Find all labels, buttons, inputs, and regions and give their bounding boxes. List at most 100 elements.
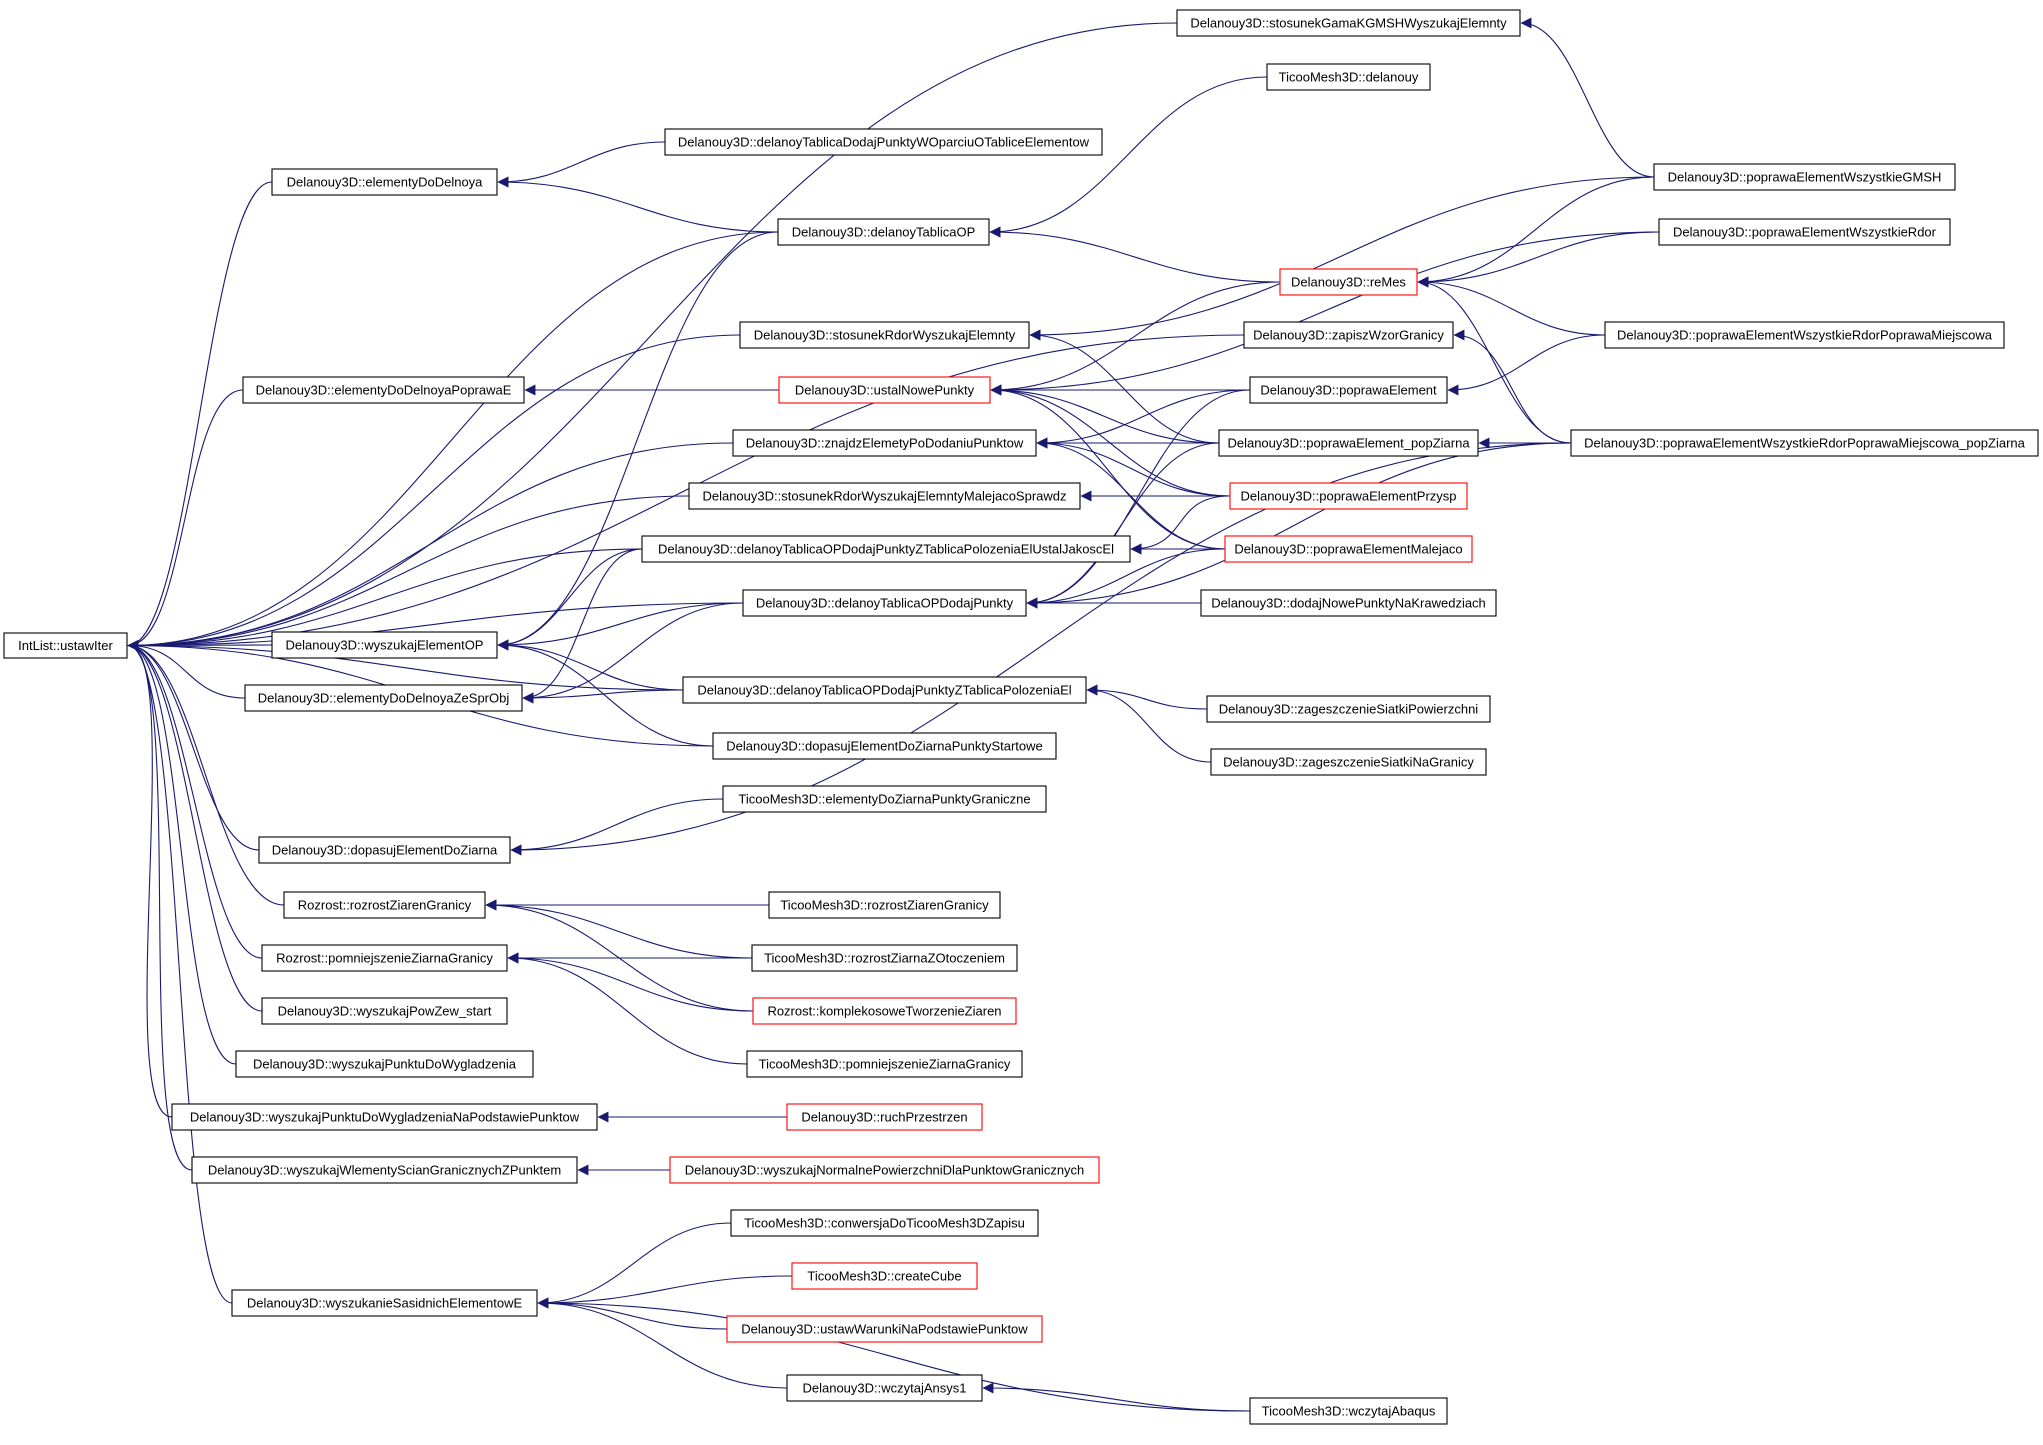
node-box[interactable] (171, 1103, 598, 1131)
graph-node-dEDZ[interactable]: Delanouy3D::dopasujElementDoZiarna (258, 836, 511, 864)
graph-node-zSNG[interactable]: Delanouy3D::zageszczenieSiatkiNaGranicy (1210, 748, 1487, 776)
graph-node-tCDTMZ[interactable]: TicooMesh3D::conwersjaDoTicooMesh3DZapis… (730, 1209, 1039, 1237)
graph-node-eDD[interactable]: Delanouy3D::elementyDoDelnoya (271, 168, 498, 196)
node-box[interactable] (1224, 535, 1473, 563)
graph-node-dTOPDPZTPE[interactable]: Delanouy3D::delanoyTablicaOPDodajPunktyZ… (682, 676, 1087, 704)
node-box[interactable] (3, 632, 128, 659)
graph-node-rM[interactable]: Delanouy3D::reMes (1279, 268, 1418, 296)
node-box[interactable] (786, 1374, 983, 1402)
node-box[interactable] (730, 1209, 1039, 1237)
graph-node-tPZG[interactable]: TicooMesh3D::pomniejszenieZiarnaGranicy (746, 1050, 1023, 1078)
graph-node-pEM[interactable]: Delanouy3D::poprawaElementMalejaco (1224, 535, 1473, 563)
graph-node-pZG[interactable]: Rozrost::pomniejszenieZiarnaGranicy (261, 944, 508, 972)
graph-node-zWG[interactable]: Delanouy3D::zapiszWzorGranicy (1243, 321, 1454, 349)
node-box[interactable] (1249, 376, 1448, 404)
node-box[interactable] (1658, 218, 1951, 246)
node-box[interactable] (283, 891, 486, 919)
graph-node-tWA[interactable]: TicooMesh3D::wczytajAbaqus (1249, 1397, 1448, 1425)
node-box[interactable] (778, 376, 991, 404)
node-box[interactable] (242, 376, 525, 404)
node-box[interactable] (1176, 9, 1521, 37)
node-box[interactable] (258, 836, 511, 864)
graph-node-wEOP[interactable]: Delanouy3D::wyszukajElementOP (271, 631, 498, 659)
graph-node-pEWRPM[interactable]: Delanouy3D::poprawaElementWszystkieRdorP… (1604, 321, 2005, 349)
node-box[interactable] (712, 732, 1057, 760)
graph-node-wPZs[interactable]: Delanouy3D::wyszukajPowZew_start (261, 997, 508, 1025)
node-box[interactable] (722, 785, 1047, 813)
graph-node-dTOPDPZTPEUJE[interactable]: Delanouy3D::delanoyTablicaOPDodajPunktyZ… (641, 535, 1131, 563)
node-box[interactable] (1206, 695, 1491, 723)
graph-node-pEWR[interactable]: Delanouy3D::poprawaElementWszystkieRdor (1658, 218, 1951, 246)
node-box[interactable] (244, 684, 523, 712)
graph-node-sRWE[interactable]: Delanouy3D::stosunekRdorWyszukajElemnty (739, 321, 1030, 349)
graph-node-wPDWNP[interactable]: Delanouy3D::wyszukajPunktuDoWygladzeniaN… (171, 1103, 598, 1131)
graph-node-uNP[interactable]: Delanouy3D::ustalNowePunkty (778, 376, 991, 404)
graph-node-dTDPWOTE[interactable]: Delanouy3D::delanoyTablicaDodajPunktyWOp… (664, 128, 1103, 156)
graph-node-pEP[interactable]: Delanouy3D::poprawaElementPrzysp (1229, 482, 1468, 510)
graph-node-eDDZSO[interactable]: Delanouy3D::elementyDoDelnoyaZeSprObj (244, 684, 523, 712)
node-box[interactable] (777, 218, 990, 246)
node-box[interactable] (1218, 429, 1479, 457)
graph-node-zSP[interactable]: Delanouy3D::zageszczenieSiatkiPowierzchn… (1206, 695, 1491, 723)
graph-node-uWNPP[interactable]: Delanouy3D::ustawWarunkiNaPodstawiePunkt… (726, 1315, 1043, 1343)
node-box[interactable] (1279, 268, 1418, 296)
graph-node-zEPDP[interactable]: Delanouy3D::znajdzElemetyPoDodaniuPunkto… (732, 429, 1037, 457)
graph-node-wNPDPG[interactable]: Delanouy3D::wyszukajNormalnePowierzchniD… (669, 1156, 1100, 1184)
node-box[interactable] (1249, 1397, 1448, 1425)
node-box[interactable] (1243, 321, 1454, 349)
graph-node-tCC[interactable]: TicooMesh3D::createCube (791, 1262, 978, 1290)
node-box[interactable] (261, 997, 508, 1025)
node-box[interactable] (1604, 321, 2005, 349)
graph-node-tEDZPG[interactable]: TicooMesh3D::elementyDoZiarnaPunktyGrani… (722, 785, 1047, 813)
graph-node-sGKWE[interactable]: Delanouy3D::stosunekGamaKGMSHWyszukajEle… (1176, 9, 1521, 37)
graph-node-pEpZ[interactable]: Delanouy3D::poprawaElement_popZiarna (1218, 429, 1479, 457)
node-box[interactable] (742, 589, 1027, 617)
graph-node-tD[interactable]: TicooMesh3D::delanouy (1266, 63, 1431, 91)
node-box[interactable] (1210, 748, 1487, 776)
node-box[interactable] (1266, 63, 1431, 91)
graph-node-dTOPDP[interactable]: Delanouy3D::delanoyTablicaOPDodajPunkty (742, 589, 1027, 617)
graph-node-pEWRPMpZ[interactable]: Delanouy3D::poprawaElementWszystkieRdorP… (1570, 429, 2039, 457)
graph-node-tRZZO[interactable]: TicooMesh3D::rozrostZiarnaZOtoczeniem (751, 944, 1018, 972)
node-box[interactable] (1229, 482, 1468, 510)
node-box[interactable] (746, 1050, 1023, 1078)
node-box[interactable] (1200, 589, 1497, 617)
graph-node-rKTZ[interactable]: Rozrost::komplekosoweTworzenieZiaren (752, 997, 1017, 1025)
node-box[interactable] (752, 997, 1017, 1025)
graph-node-dTOP[interactable]: Delanouy3D::delanoyTablicaOP (777, 218, 990, 246)
node-box[interactable] (664, 128, 1103, 156)
node-box[interactable] (1653, 163, 1956, 191)
graph-node-sRWEMS[interactable]: Delanouy3D::stosunekRdorWyszukajElemntyM… (688, 482, 1081, 510)
node-box[interactable] (1570, 429, 2039, 457)
graph-node-dEDZPS[interactable]: Delanouy3D::dopasujElementDoZiarnaPunkty… (712, 732, 1057, 760)
node-box[interactable] (669, 1156, 1100, 1184)
node-box[interactable] (261, 944, 508, 972)
node-box[interactable] (271, 631, 498, 659)
graph-node-tRZG[interactable]: TicooMesh3D::rozrostZiarenGranicy (768, 891, 1001, 919)
graph-node-rP[interactable]: Delanouy3D::ruchPrzestrzen (786, 1103, 983, 1131)
node-box[interactable] (732, 429, 1037, 457)
node-box[interactable] (739, 321, 1030, 349)
node-box[interactable] (726, 1315, 1043, 1343)
graph-node-wWSGZP[interactable]: Delanouy3D::wyszukajWlementyScianGranicz… (191, 1156, 578, 1184)
node-box[interactable] (688, 482, 1081, 510)
node-box[interactable] (786, 1103, 983, 1131)
node-box[interactable] (271, 168, 498, 196)
graph-node-wSEE[interactable]: Delanouy3D::wyszukanieSasidnichElementow… (231, 1289, 538, 1317)
graph-node-pEWG[interactable]: Delanouy3D::poprawaElementWszystkieGMSH (1653, 163, 1956, 191)
node-box[interactable] (682, 676, 1087, 704)
node-box[interactable] (768, 891, 1001, 919)
graph-node-eDDPE[interactable]: Delanouy3D::elementyDoDelnoyaPoprawaE (242, 376, 525, 404)
graph-node-wA[interactable]: Delanouy3D::wczytajAnsys1 (786, 1374, 983, 1402)
node-box[interactable] (641, 535, 1131, 563)
node-box[interactable] (751, 944, 1018, 972)
node-box[interactable] (235, 1050, 534, 1078)
graph-node-wPDW[interactable]: Delanouy3D::wyszukajPunktuDoWygladzenia (235, 1050, 534, 1078)
graph-node-root[interactable]: IntList::ustawIter (3, 632, 128, 659)
node-box[interactable] (231, 1289, 538, 1317)
graph-node-dNPNK[interactable]: Delanouy3D::dodajNowePunktyNaKrawedziach (1200, 589, 1497, 617)
graph-node-pE[interactable]: Delanouy3D::poprawaElement (1249, 376, 1448, 404)
node-box[interactable] (191, 1156, 578, 1184)
node-box[interactable] (791, 1262, 978, 1290)
graph-node-rZG[interactable]: Rozrost::rozrostZiarenGranicy (283, 891, 486, 919)
